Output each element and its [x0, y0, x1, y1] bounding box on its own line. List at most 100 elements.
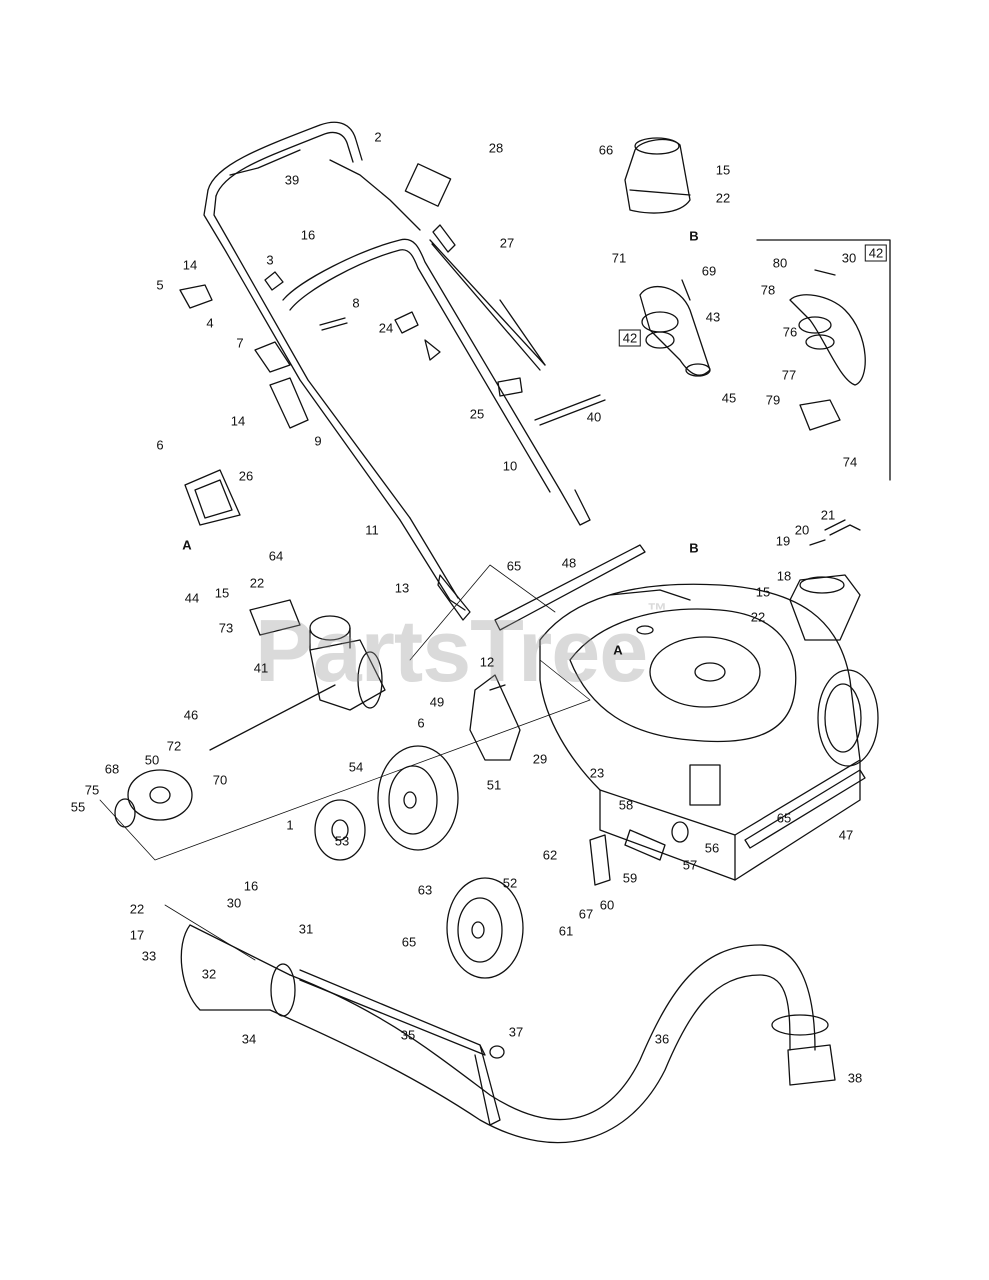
part-number-22: 22 [129, 901, 145, 917]
part-number-44: 44 [184, 590, 200, 606]
part-number-58: 58 [618, 797, 634, 813]
part-number-13: 13 [394, 580, 410, 596]
partstree-watermark: PartsTree™ [255, 600, 667, 700]
part-number-52: 52 [502, 875, 518, 891]
part-number-35: 35 [400, 1027, 416, 1043]
part-number-14: 14 [182, 257, 198, 273]
part-number-9: 9 [314, 433, 322, 449]
part-number-67: 67 [578, 906, 594, 922]
part-number-1: 1 [286, 817, 294, 833]
part-number-21: 21 [820, 507, 836, 523]
part-number-74: 74 [842, 454, 858, 470]
part-number-64: 64 [268, 548, 284, 564]
part-number-22: 22 [750, 609, 766, 625]
part-number-65: 65 [506, 558, 522, 574]
part-number-33: 33 [141, 948, 157, 964]
part-number-22: 22 [715, 190, 731, 206]
part-number-31: 31 [298, 921, 314, 937]
part-number-15: 15 [755, 584, 771, 600]
part-number-65: 65 [776, 810, 792, 826]
part-number-27: 27 [499, 235, 515, 251]
part-number-53: 53 [334, 833, 350, 849]
part-number-29: 29 [532, 751, 548, 767]
part-number-6: 6 [156, 437, 164, 453]
part-number-40: 40 [586, 409, 602, 425]
part-number-50: 50 [144, 752, 160, 768]
inset-frame [756, 239, 891, 481]
part-number-71: 71 [611, 250, 627, 266]
part-number-23: 23 [589, 765, 605, 781]
part-number-36: 36 [654, 1031, 670, 1047]
part-number-69: 69 [701, 263, 717, 279]
part-number-15: 15 [214, 585, 230, 601]
part-number-38: 38 [847, 1070, 863, 1086]
part-number-30: 30 [226, 895, 242, 911]
part-number-75: 75 [84, 782, 100, 798]
part-number-22: 22 [249, 575, 265, 591]
part-number-42: 42 [618, 329, 642, 347]
part-number-16: 16 [300, 227, 316, 243]
part-number-41: 41 [253, 660, 269, 676]
part-number-16: 16 [243, 878, 259, 894]
axle-bars [494, 544, 866, 849]
part-number-18: 18 [776, 568, 792, 584]
part-number-62: 62 [542, 847, 558, 863]
reference-letter-b: B [689, 540, 699, 556]
part-number-28: 28 [488, 140, 504, 156]
part-number-61: 61 [558, 923, 574, 939]
rear-wheel-right [817, 669, 879, 767]
wheel-cap-1 [314, 799, 366, 861]
part-number-66: 66 [598, 142, 614, 158]
part-number-11: 11 [365, 522, 379, 538]
part-number-47: 47 [838, 827, 854, 843]
part-number-17: 17 [129, 927, 145, 943]
part-number-80: 80 [772, 255, 788, 271]
front-wheel-54 [377, 745, 459, 851]
part-number-30: 30 [841, 250, 857, 266]
bracket-26 [184, 469, 241, 526]
part-number-10: 10 [502, 458, 518, 474]
part-number-51: 51 [486, 777, 502, 793]
part-number-57: 57 [682, 857, 698, 873]
left-pulley [114, 769, 193, 828]
part-number-72: 72 [166, 738, 182, 754]
part-number-46: 46 [183, 707, 199, 723]
belt-pulley-assembly [639, 279, 711, 377]
part-number-68: 68 [104, 761, 120, 777]
chute-top-part [624, 137, 691, 214]
reference-letter-b: B [689, 228, 699, 244]
part-number-15: 15 [715, 162, 731, 178]
part-number-43: 43 [705, 309, 721, 325]
part-number-54: 54 [348, 759, 364, 775]
part-number-12: 12 [479, 654, 495, 670]
part-number-4: 4 [206, 315, 214, 331]
part-number-20: 20 [794, 522, 810, 538]
part-number-5: 5 [156, 277, 164, 293]
reference-letter-a: A [613, 642, 623, 658]
part-number-39: 39 [284, 172, 300, 188]
part-number-60: 60 [599, 897, 615, 913]
part-number-73: 73 [218, 620, 234, 636]
part-number-77: 77 [781, 367, 797, 383]
part-number-3: 3 [266, 252, 274, 268]
part-number-79: 79 [765, 392, 781, 408]
group-outlines [99, 564, 591, 961]
height-adjuster [589, 821, 689, 886]
part-number-8: 8 [352, 295, 360, 311]
part-number-65: 65 [401, 934, 417, 950]
part-number-37: 37 [508, 1024, 524, 1040]
part-number-76: 76 [782, 324, 798, 340]
part-number-49: 49 [429, 694, 445, 710]
transmission-assembly [209, 599, 386, 751]
part-number-6: 6 [417, 715, 425, 731]
handle-assembly [179, 121, 606, 621]
part-number-78: 78 [760, 282, 776, 298]
part-number-42: 42 [864, 244, 888, 262]
part-number-56: 56 [704, 840, 720, 856]
rear-wheel-63 [446, 877, 524, 979]
part-number-32: 32 [201, 966, 217, 982]
part-number-24: 24 [378, 320, 394, 336]
vacuum-hose [180, 924, 836, 1144]
